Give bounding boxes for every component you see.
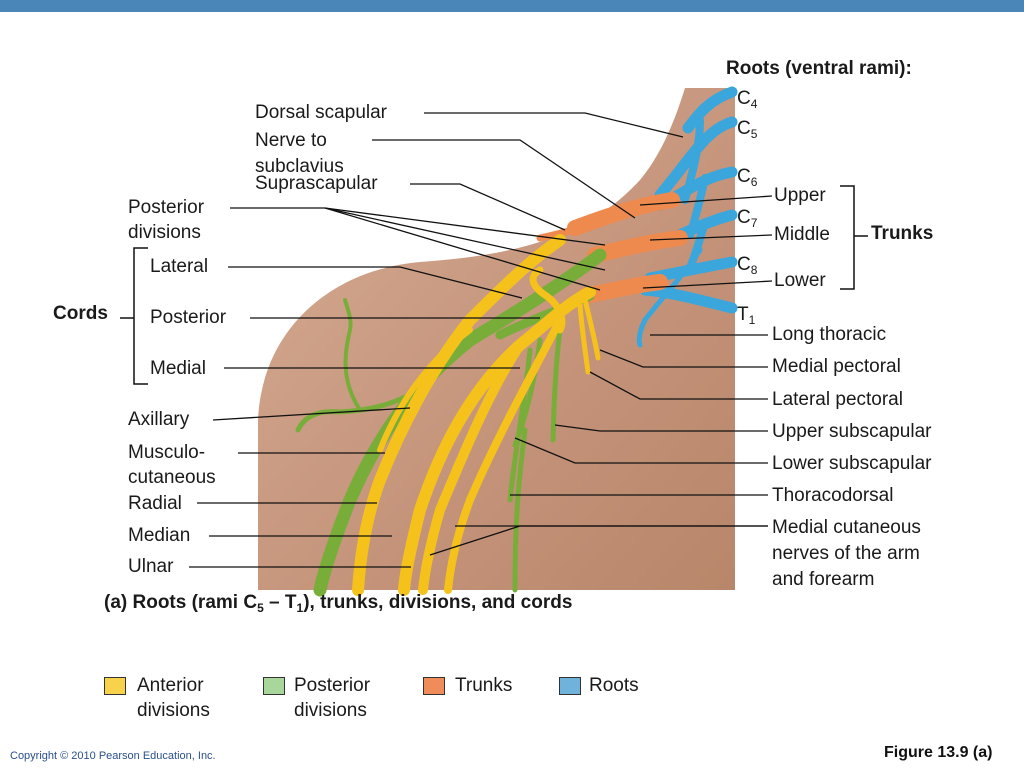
ulnar-label: Ulnar — [128, 556, 174, 577]
upper-subscapular-label: Upper subscapular — [772, 421, 932, 442]
lateral-cord — [352, 234, 566, 596]
root-link-c6c7 — [686, 174, 709, 239]
axillary-branch-up — [343, 298, 362, 412]
root-label-c6: C6 — [737, 166, 758, 189]
legend-label-anterior-1: Anterior — [137, 675, 204, 696]
legend-label-trunks: Trunks — [455, 675, 513, 696]
lower-subscapular-label: Lower subscapular — [772, 453, 932, 474]
root-label-t1: T1 — [737, 304, 756, 327]
musculocutaneous-label-1: Musculo- — [128, 442, 206, 463]
posterior-divisions-label-1: Posterior — [128, 197, 205, 218]
legend-swatch-anterior — [104, 677, 126, 695]
posterior-cord-label: Posterior — [150, 307, 227, 328]
long-thoracic-root — [636, 247, 703, 348]
suprascapular-label: Suprascapular — [255, 173, 378, 194]
legend-swatch-trunks — [423, 677, 445, 695]
medial-pectoral-label: Medial pectoral — [772, 356, 901, 377]
medial-cutaneous-label-3: and forearm — [772, 569, 875, 590]
figure-caption: (a) Roots (rami C5 – T1), trunks, divisi… — [104, 592, 573, 615]
musculocutaneous — [377, 327, 473, 453]
nerve-to-subclavius-label-2: subclavius — [255, 156, 344, 177]
root-label-c5: C5 — [737, 118, 758, 141]
medial-pectoral — [582, 297, 601, 361]
upper-subscapular — [550, 327, 563, 443]
top-accent-bar — [0, 0, 1024, 12]
legend-label-anterior-2: divisions — [137, 700, 210, 721]
medial-cord — [398, 286, 596, 596]
leader-lines — [189, 112, 773, 568]
lateral-cord-loop — [529, 266, 566, 334]
trunk-middle-label: Middle — [774, 224, 830, 245]
lateral-pectoral — [577, 302, 591, 375]
dorsal-scapular-label: Dorsal scapular — [255, 102, 387, 123]
medial-cutaneous-label-2: nerves of the arm — [772, 543, 920, 564]
root-label-c8: C8 — [737, 254, 758, 277]
root-label-c7: C7 — [737, 207, 758, 230]
legend-label-posterior-2: divisions — [294, 700, 367, 721]
posterior-divisions-label-2: divisions — [128, 222, 201, 243]
thoracodorsal-label: Thoracodorsal — [772, 485, 894, 506]
copyright-text: Copyright © 2010 Pearson Education, Inc. — [10, 750, 216, 762]
medial-cord-label: Medial — [150, 358, 206, 379]
root-label-c4: C4 — [737, 88, 758, 111]
musculocutaneous-label-2: cutaneous — [128, 467, 216, 488]
nerve-to-subclavius-label-1: Nerve to — [255, 130, 327, 151]
legend-swatch-roots — [559, 677, 581, 695]
medial-cutaneous-label-1: Medial cutaneous — [772, 517, 921, 538]
roots-group — [636, 86, 738, 348]
trunks-title: Trunks — [871, 223, 934, 244]
radial-label: Radial — [128, 493, 182, 514]
trunk-lower-label: Lower — [774, 270, 826, 291]
lateral-pectoral-label: Lateral pectoral — [772, 389, 903, 410]
trunk-upper-label: Upper — [774, 185, 826, 206]
median-label: Median — [128, 525, 191, 546]
thoracodorsal — [507, 347, 533, 503]
trunks-bracket — [840, 185, 855, 290]
cords-title: Cords — [53, 303, 108, 324]
anterior-group — [352, 234, 601, 596]
cords-bracket — [133, 247, 148, 385]
long-thoracic-label: Long thoracic — [772, 324, 887, 345]
legend-swatch-posterior — [263, 677, 285, 695]
ulnar-nerve — [444, 316, 564, 594]
lateral-cord-label: Lateral — [150, 256, 209, 277]
figure-number: Figure 13.9 (a) — [884, 744, 993, 761]
median-nerve — [418, 340, 525, 595]
legend-label-posterior-1: Posterior — [294, 675, 371, 696]
brackets — [120, 185, 868, 385]
axillary-label: Axillary — [128, 409, 190, 430]
roots-title: Roots (ventral rami): — [726, 58, 912, 79]
root-link-c5c6 — [681, 116, 704, 204]
legend-label-roots: Roots — [589, 675, 639, 696]
root-c4 — [682, 86, 738, 134]
